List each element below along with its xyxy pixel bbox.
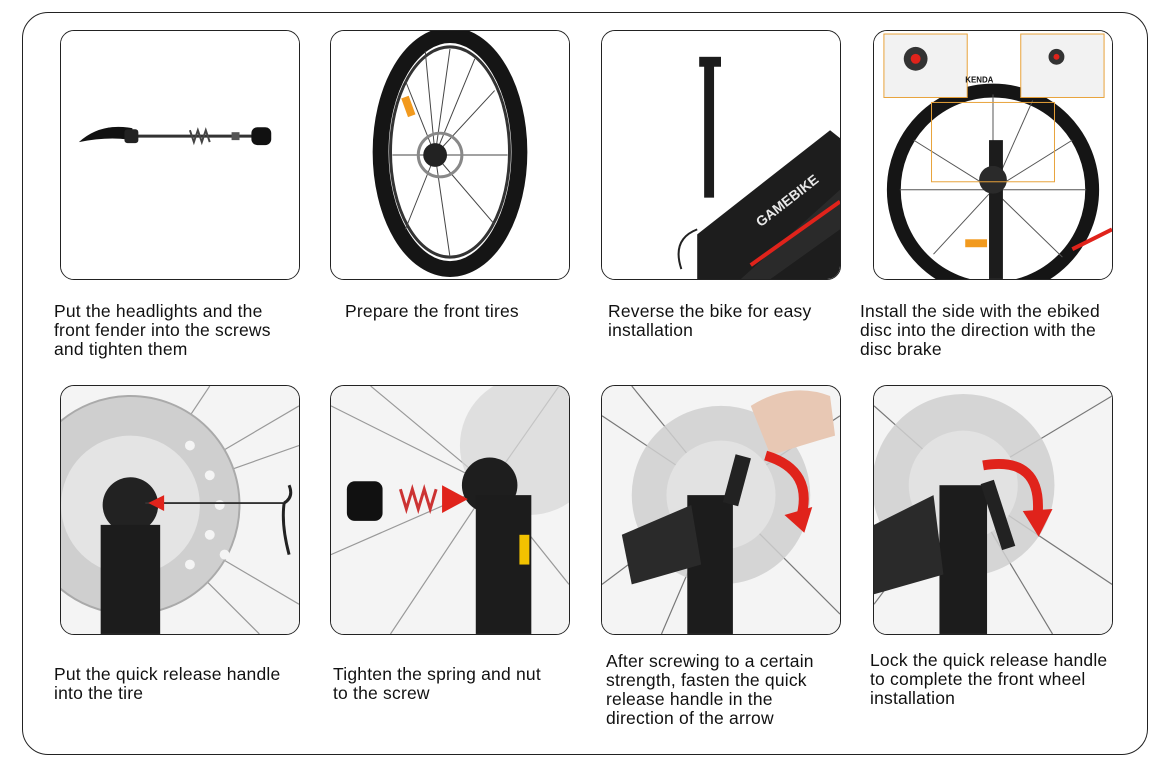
- step-7-caption: After screwing to a certain strength, fa…: [606, 652, 814, 728]
- step-4-photo: KENDA: [873, 30, 1113, 280]
- caption-line: installation: [870, 688, 956, 708]
- step-8-photo: [873, 385, 1113, 635]
- caption-line: to complete the front wheel: [870, 669, 1086, 689]
- caption-line: Install the side with the ebiked: [860, 301, 1100, 321]
- caption-line: front fender into the screws: [54, 320, 271, 340]
- insert-quick-release-illustration: [61, 386, 299, 634]
- caption-line: direction of the arrow: [606, 708, 774, 728]
- caption-line: into the tire: [54, 683, 144, 703]
- caption-line: release handle in the: [606, 689, 773, 709]
- step-6-caption: Tighten the spring and nut to the screw: [333, 665, 541, 703]
- caption-line: Prepare the front tires: [345, 301, 519, 321]
- caption-line: Reverse the bike for easy: [608, 301, 812, 321]
- front-wheel-illustration: [331, 31, 569, 279]
- fasten-handle-illustration: [602, 386, 840, 634]
- lock-handle-illustration: [874, 386, 1112, 634]
- tire-brand-text: KENDA: [965, 76, 993, 85]
- caption-line: installation: [608, 320, 694, 340]
- step-3-caption: Reverse the bike for easy installation: [608, 302, 811, 340]
- wheel-into-fork-illustration: KENDA: [874, 31, 1112, 279]
- step-6-photo: [330, 385, 570, 635]
- caption-line: disc brake: [860, 339, 942, 359]
- step-1-caption: Put the headlights and the front fender …: [54, 302, 271, 359]
- caption-line: and tighten them: [54, 339, 188, 359]
- caption-line: to the screw: [333, 683, 430, 703]
- step-7-photo: [601, 385, 841, 635]
- caption-line: Put the quick release handle: [54, 664, 281, 684]
- step-2-photo: [330, 30, 570, 280]
- reversed-bike-frame-illustration: GAMEBIKE: [602, 31, 840, 279]
- step-5-caption: Put the quick release handle into the ti…: [54, 665, 280, 703]
- step-4-caption: Install the side with the ebiked disc in…: [860, 302, 1100, 359]
- caption-line: Lock the quick release handle: [870, 650, 1108, 670]
- caption-line: Tighten the spring and nut: [333, 664, 541, 684]
- step-2-caption: Prepare the front tires: [345, 302, 519, 321]
- instruction-sheet-border: [22, 12, 1148, 755]
- tighten-spring-nut-illustration: [331, 386, 569, 634]
- caption-line: strength, fasten the quick: [606, 670, 807, 690]
- caption-line: Put the headlights and the: [54, 301, 263, 321]
- caption-line: disc into the direction with the: [860, 320, 1096, 340]
- step-5-photo: [60, 385, 300, 635]
- step-8-caption: Lock the quick release handle to complet…: [870, 651, 1107, 708]
- caption-line: After screwing to a certain: [606, 651, 814, 671]
- quick-release-skewer-illustration: [61, 31, 299, 279]
- step-3-photo: GAMEBIKE: [601, 30, 841, 280]
- step-1-photo: [60, 30, 300, 280]
